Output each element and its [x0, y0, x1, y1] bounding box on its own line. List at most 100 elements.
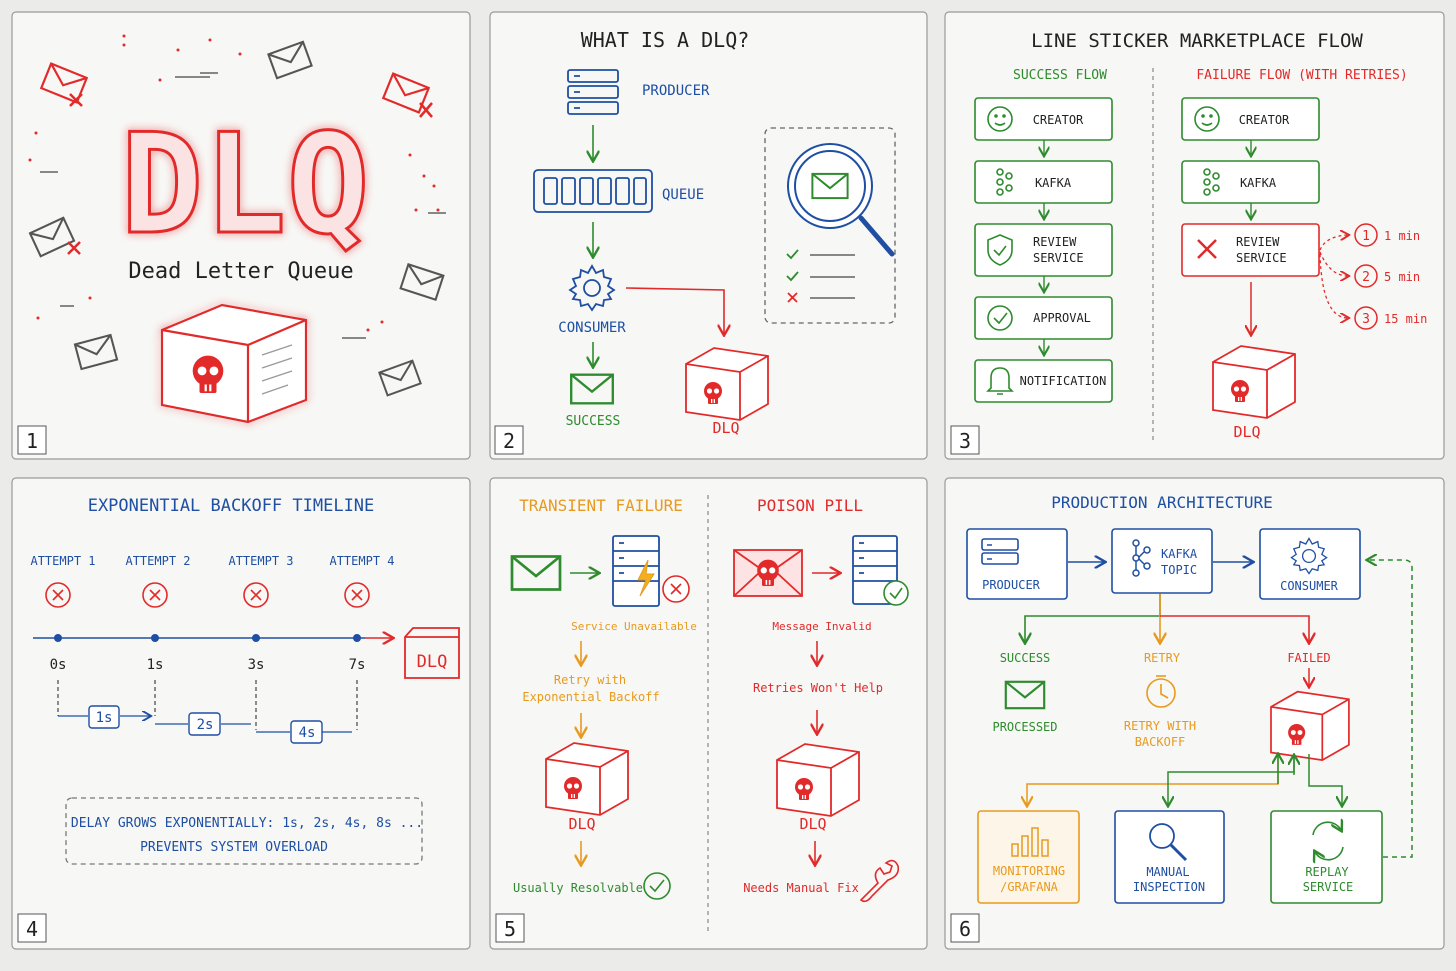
- success-label: SUCCESS: [1000, 651, 1051, 665]
- smiley-icon: [987, 106, 1013, 132]
- retry-circle: [1354, 306, 1378, 330]
- monitoring-label-1: MONITORING: [993, 864, 1065, 878]
- panel-3: LINE STICKER MARKETPLACE FLOW SUCCESS FL…: [944, 11, 1445, 460]
- delay-box: [290, 720, 323, 744]
- step-notification: NOTIFICATION: [1020, 374, 1107, 388]
- retry-number: 2: [1362, 270, 1370, 285]
- wrench-icon: [859, 859, 900, 903]
- magnifier-icon: [1149, 823, 1188, 862]
- shield-icon: [987, 234, 1013, 266]
- replay-service-box: [1270, 810, 1383, 904]
- panel-6: PRODUCTION ARCHITECTURE PRODUCER KAFKA T…: [944, 477, 1445, 950]
- manual-inspection-box: [1114, 810, 1225, 904]
- note-box: [65, 797, 423, 865]
- bar-chart-icon: [1011, 827, 1049, 857]
- delay-box: [88, 705, 120, 729]
- manual-label-1: MANUAL: [1146, 865, 1189, 879]
- retry-number: 3: [1362, 312, 1370, 327]
- failure-step-creator: CREATOR: [1239, 113, 1290, 127]
- time-label: 7s: [349, 657, 366, 673]
- success-flow-label: SUCCESS FLOW: [1013, 68, 1107, 83]
- retries-wont-help-label: Retries Won't Help: [753, 681, 883, 695]
- delay-label: 2s: [197, 717, 214, 733]
- step-approval: APPROVAL: [1033, 311, 1091, 325]
- replay-label-1: REPLAY: [1305, 865, 1349, 879]
- replay-label-2: SERVICE: [1303, 880, 1354, 894]
- x-circle-icon: [662, 575, 690, 603]
- kafka-icon: [1132, 539, 1151, 577]
- retry-label-1: Retry with: [554, 673, 626, 687]
- poison-pill-title: POISON PILL: [757, 496, 863, 515]
- decorative-dashes: [40, 72, 446, 339]
- connector-replay: [1308, 754, 1342, 805]
- retry-arrow: [1319, 251, 1348, 276]
- panel-2: WHAT IS A DLQ? PRODUCER QUEUE CONSUMER S…: [489, 11, 928, 460]
- panel-5: TRANSIENT FAILURE POISON PILL Service Un…: [489, 477, 928, 950]
- retry-backoff-label-1: RETRY WITH: [1124, 719, 1196, 733]
- kafka-icon: [996, 168, 1013, 196]
- panel-number: 2: [503, 429, 515, 453]
- attempt-label: ATTEMPT 4: [329, 554, 394, 568]
- x-mark-icon: [1197, 239, 1217, 259]
- time-label: 0s: [50, 657, 67, 673]
- x-mark-icon: [69, 93, 83, 107]
- check-circle-icon: [883, 580, 909, 606]
- panel-1: DLQ Dead Letter Queue 1: [11, 11, 471, 460]
- arrow: [625, 287, 724, 334]
- panel-number: 4: [26, 917, 38, 941]
- panel-number-badge: [495, 913, 525, 943]
- producer-label: PRODUCER: [982, 578, 1041, 592]
- dlq-box-icon: [686, 348, 768, 420]
- message-invalid-label: Message Invalid: [772, 620, 871, 633]
- panel-title: PRODUCTION ARCHITECTURE: [1051, 493, 1273, 512]
- note-line-2: PREVENTS SYSTEM OVERLOAD: [140, 840, 328, 855]
- retry-delay: 5 min: [1384, 270, 1420, 284]
- retry-circle: [1354, 223, 1378, 247]
- failure-flow-label: FAILURE FLOW (WITH RETRIES): [1196, 68, 1407, 83]
- panel-title: LINE STICKER MARKETPLACE FLOW: [1031, 30, 1363, 52]
- timeline-point: [54, 634, 62, 642]
- consumer-label: CONSUMER: [558, 320, 626, 336]
- dlq-label: DLQ: [417, 652, 448, 672]
- retry-delay: 1 min: [1384, 229, 1420, 243]
- consumer-box: [1259, 528, 1361, 600]
- dlq-big-title: DLQ: [120, 104, 369, 265]
- retry-label: RETRY: [1144, 651, 1181, 665]
- attempt-label: ATTEMPT 1: [30, 554, 95, 568]
- consumer-label: CONSUMER: [1280, 579, 1339, 593]
- panel-number-badge: [494, 425, 524, 455]
- retry-backoff-label-2: BACKOFF: [1135, 735, 1186, 749]
- queue-icon: [533, 169, 653, 213]
- dlq-box-icon: [1271, 692, 1349, 760]
- service-unavailable-label: Service Unavailable: [571, 620, 697, 633]
- dlq-label: DLQ: [1233, 423, 1260, 441]
- timeline-point: [151, 634, 159, 642]
- x-mark-icon: [419, 102, 433, 118]
- delay-label: 1s: [96, 710, 113, 726]
- dlq-subtitle: Dead Letter Queue: [128, 259, 353, 284]
- topic-label: TOPIC: [1161, 563, 1197, 577]
- producer-label: PRODUCER: [642, 83, 710, 99]
- failure-step-kafka: KAFKA: [1240, 176, 1277, 190]
- clock-icon: [1146, 675, 1176, 708]
- panel-title: WHAT IS A DLQ?: [581, 28, 750, 52]
- panel-4: EXPONENTIAL BACKOFF TIMELINE ATTEMPT 1 A…: [11, 477, 471, 950]
- lightning-icon: [637, 559, 655, 597]
- retry-circle: [1354, 264, 1378, 288]
- timeline-point: [353, 634, 361, 642]
- dlq-box-icon: [1213, 346, 1295, 418]
- panel-number: 5: [504, 917, 516, 941]
- retry-arrow: [1319, 253, 1348, 318]
- magnifier-icon: [787, 143, 895, 257]
- panel-number: 1: [26, 429, 38, 453]
- panel-number: 6: [959, 917, 971, 941]
- server-icon: [567, 69, 619, 115]
- branch-failed: [1160, 615, 1309, 642]
- check-circle-icon: [987, 305, 1013, 331]
- timeline-point: [252, 634, 260, 642]
- step-creator: CREATOR: [1033, 113, 1084, 127]
- panel-number-badge: [17, 425, 47, 455]
- processed-label: PROCESSED: [992, 720, 1057, 734]
- dlq-label: DLQ: [568, 815, 595, 833]
